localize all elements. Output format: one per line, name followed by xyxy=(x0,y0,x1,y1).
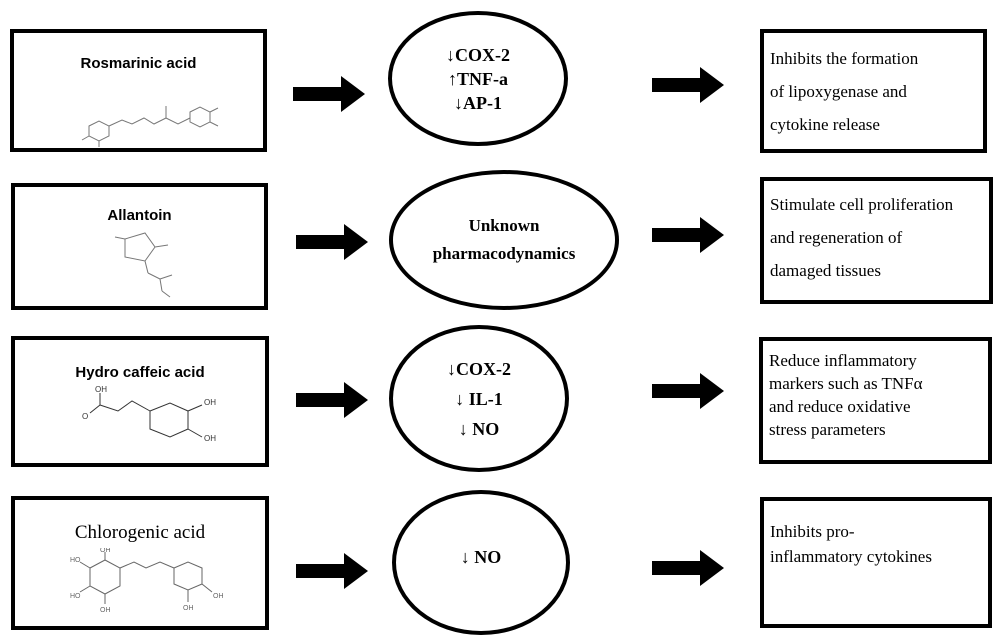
mechanism-line: ↓COX-2 xyxy=(446,44,510,65)
mechanism-line: ↓ NO xyxy=(458,418,500,439)
svg-text:HO: HO xyxy=(70,557,81,564)
compound-box-chlorogenic-acid: Chlorogenic acid OH HO HO OH OH OH xyxy=(11,496,269,630)
effect-line: damaged tissues xyxy=(770,261,881,280)
allantoin-structure-icon xyxy=(114,232,173,298)
svg-text:OH: OH xyxy=(100,548,111,554)
mechanism-line: Unknown xyxy=(468,216,540,235)
rosmarinic-acid-structure-icon xyxy=(81,106,219,147)
svg-text:OH: OH xyxy=(183,605,194,612)
effect-line: Inhibits pro- xyxy=(770,522,855,541)
effect-line: inflammatory cytokines xyxy=(770,547,932,566)
mechanism-line: ↓ IL-1 xyxy=(455,388,503,409)
effect-line: of lipoxygenase and xyxy=(770,82,907,101)
arrow-1a xyxy=(293,76,365,112)
mechanism-line: ↓ NO xyxy=(460,546,502,567)
effect-box-allantoin: Stimulate cell proliferation and regener… xyxy=(760,177,993,304)
mechanism-ellipse-rosmarinic-acid: ↓COX-2 ↑TNF-a ↓AP-1 xyxy=(388,11,568,146)
effect-box-hydro-caffeic-acid: Reduce inflammatory markers such as TNFα… xyxy=(759,337,992,464)
arrow-4a xyxy=(296,553,368,589)
effect-box-rosmarinic-acid: Inhibits the formation of lipoxygenase a… xyxy=(760,29,987,153)
mechanism-line: ↑TNF-a xyxy=(448,68,508,89)
effect-line: and regeneration of xyxy=(770,228,903,247)
arrow-3a xyxy=(296,382,368,418)
svg-text:OH: OH xyxy=(100,607,111,614)
compound-name: Chlorogenic acid xyxy=(74,522,206,543)
svg-text:OH: OH xyxy=(213,593,224,600)
arrow-4b xyxy=(652,550,724,586)
compound-name: Rosmarinic acid xyxy=(80,55,197,72)
effect-line: markers such as TNFα xyxy=(769,374,923,393)
effect-line: cytokine release xyxy=(770,115,880,134)
hydro-caffeic-acid-structure-icon: OH O OH OH xyxy=(82,385,216,443)
mechanism-ellipse-allantoin: Unknown pharmacodynamics xyxy=(389,170,619,310)
chlorogenic-acid-structure-icon: OH HO HO OH OH OH xyxy=(70,548,224,614)
compound-name: Hydro caffeic acid xyxy=(75,364,205,381)
effect-line: and reduce oxidative xyxy=(769,397,911,416)
arrow-3b xyxy=(652,373,724,409)
compound-box-allantoin: Allantoin xyxy=(11,183,268,310)
effect-box-chlorogenic-acid: Inhibits pro- inflammatory cytokines xyxy=(760,497,992,628)
compound-name: Allantoin xyxy=(107,207,172,224)
effect-line: Reduce inflammatory xyxy=(769,351,917,370)
effect-line: stress parameters xyxy=(769,420,886,439)
mechanism-ellipse-chlorogenic-acid: ↓ NO xyxy=(392,490,570,635)
svg-text:OH: OH xyxy=(204,434,216,443)
mechanism-ellipse-hydro-caffeic-acid: ↓COX-2 ↓ IL-1 ↓ NO xyxy=(389,325,569,472)
arrow-2a xyxy=(296,224,368,260)
arrow-2b xyxy=(652,217,724,253)
svg-text:O: O xyxy=(82,412,88,421)
compound-box-hydro-caffeic-acid: Hydro caffeic acid OH O OH OH xyxy=(11,336,269,467)
mechanism-line: ↓COX-2 xyxy=(447,358,511,379)
effect-line: Inhibits the formation xyxy=(770,49,919,68)
svg-text:OH: OH xyxy=(95,385,107,394)
svg-text:HO: HO xyxy=(70,593,81,600)
compound-box-rosmarinic-acid: Rosmarinic acid xyxy=(10,29,267,152)
mechanism-line: ↓AP-1 xyxy=(454,92,502,113)
effect-line: Stimulate cell proliferation xyxy=(770,195,954,214)
mechanism-line: pharmacodynamics xyxy=(432,244,576,263)
svg-text:OH: OH xyxy=(204,398,216,407)
arrow-1b xyxy=(652,67,724,103)
